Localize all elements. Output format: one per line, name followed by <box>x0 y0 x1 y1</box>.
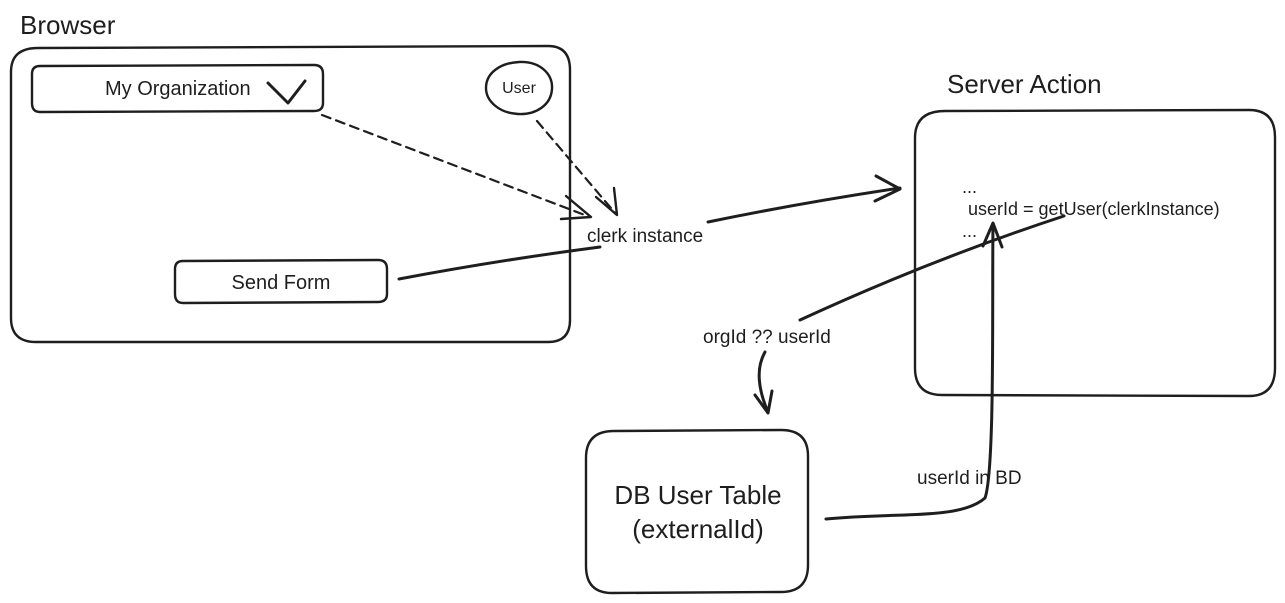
clerk-instance-label: clerk instance <box>587 226 703 247</box>
org-to-clerk-dashed-arrow <box>320 113 592 219</box>
send-form-frame <box>173 258 389 305</box>
code-line-3: ... <box>962 221 977 241</box>
db-to-server-arrow <box>824 222 995 521</box>
clerk-to-server-arrowhead <box>873 174 902 203</box>
user-to-clerk-dashed-arrow <box>535 119 618 216</box>
org-dropdown-label: My Organization <box>105 78 251 100</box>
orgid-to-db-arrowhead <box>753 389 774 415</box>
user-to-clerk-arrowhead <box>594 186 619 217</box>
orgid-to-db-arrow <box>757 350 770 414</box>
orgid-userid-label: orgId ?? userId <box>703 327 831 348</box>
code-line-1: ... <box>962 177 977 197</box>
db-table-name: DB User Table <box>614 480 781 510</box>
user-avatar[interactable]: User <box>484 60 554 116</box>
user-avatar-circle <box>484 60 554 116</box>
browser-frame <box>9 44 572 344</box>
send-form-to-clerk-line <box>397 245 602 281</box>
server-action-frame <box>913 108 1277 398</box>
org-dropdown-frame <box>30 63 325 114</box>
db-user-table-frame <box>584 428 810 595</box>
db-table-subtitle: (externalId) <box>632 514 764 544</box>
server-action-title: Server Action <box>947 69 1102 99</box>
db-to-server-arrowhead <box>981 221 1004 249</box>
org-dropdown[interactable]: My Organization <box>30 63 325 114</box>
org-to-clerk-arrowhead <box>559 194 593 221</box>
user-avatar-label: User <box>502 80 536 97</box>
userid-in-bd-label: userId in BD <box>917 468 1022 489</box>
db-user-table: DB User Table (externalId) <box>584 428 810 595</box>
send-form-label: Send Form <box>232 272 331 294</box>
getuser-to-orgid-line <box>798 214 1066 322</box>
code-line-2: userId = getUser(clerkInstance) <box>968 199 1220 219</box>
browser-title: Browser <box>20 10 116 40</box>
send-form-button[interactable]: Send Form <box>173 258 389 305</box>
clerk-to-server-arrow <box>706 186 902 224</box>
chevron-down-icon <box>266 79 307 105</box>
